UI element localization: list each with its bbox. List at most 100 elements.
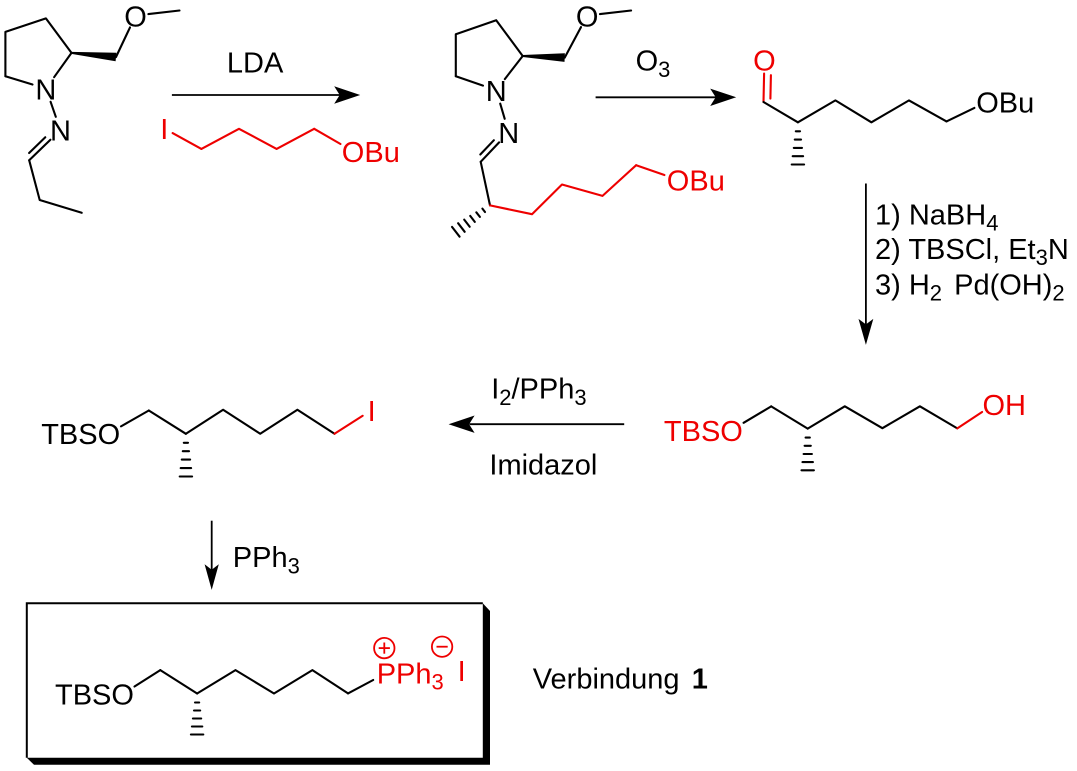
hash-wedge-bond [450, 207, 487, 238]
charge-circle [373, 636, 396, 660]
hash-dash [457, 222, 466, 233]
reaction-arrow-lda: LDA [171, 48, 361, 104]
bond-chain [184, 408, 336, 435]
atom-label-n: N [486, 76, 507, 108]
minus-charge-icon [430, 635, 454, 658]
atom-label-tbso: TBSO [55, 680, 134, 712]
reagent-label-lda: LDA [227, 48, 284, 80]
bond [171, 132, 203, 150]
bond [4, 75, 34, 86]
pyrrolidine-ring-bonds [4, 17, 73, 78]
bond [53, 51, 73, 79]
hash-dash [450, 225, 461, 238]
caption-text: Verbindung [533, 664, 680, 696]
arrowhead [204, 564, 219, 590]
reagent-label-pph3: PPh3 [233, 542, 300, 578]
atom-label-i: I [458, 656, 466, 688]
bond [598, 9, 633, 16]
structure-tbs-alcohol: TBSO OH [664, 390, 1027, 472]
arrowhead [858, 318, 874, 345]
atom-label-o: O [753, 45, 776, 77]
label-part: 2 [1052, 281, 1064, 306]
hash-dash [463, 218, 471, 228]
atom-label-obu: OBu [667, 166, 725, 198]
label-part: N [1048, 234, 1069, 266]
label-part: 3 [658, 57, 670, 82]
bond [313, 127, 342, 146]
reagent-line-1: 1) NaBH4 [875, 200, 998, 236]
atom-label-n: N [50, 116, 71, 148]
product-box [25, 602, 491, 765]
reagent-butoxybutyl-iodide: I OBu [160, 114, 400, 169]
atom-label-pph3: PPh3 [377, 659, 444, 695]
label-part: 3 [288, 554, 300, 579]
arrowhead [710, 88, 737, 106]
label-part: 3) H [875, 270, 930, 302]
reagent-line-2: 2) TBSCl, Et3N [875, 234, 1069, 270]
double-bond-line [762, 72, 766, 104]
charge-circle [430, 635, 454, 658]
label-part: 2 [499, 385, 511, 410]
structure-alkylated-hydrazone: O N N OBu [450, 1, 725, 238]
reagent-label-i2-pph3: I2/PPh3 [491, 374, 586, 410]
hash-wedge-bond [178, 441, 194, 478]
bond-chain [200, 127, 316, 150]
structure-samp-propanal-hydrazone: O N N [4, 1, 181, 214]
n-n-bond [49, 100, 57, 118]
reaction-arrow-phosphonium: PPh3 [204, 520, 300, 590]
wedge-bond [522, 53, 565, 62]
bond [159, 669, 199, 695]
reaction-arrow-iodination: I2/PPh3 Imidazol [448, 374, 625, 482]
atom-label-obu: OBu [342, 137, 400, 169]
arrowhead [448, 415, 475, 433]
bond [333, 414, 364, 435]
reagent-line-3: 3) H2 Pd(OH)2 [875, 270, 1065, 306]
bond [635, 164, 666, 177]
structure-tbs-iodide: TBSO I [41, 396, 376, 478]
atom-label-n: N [35, 74, 56, 106]
atom-label-oh: OH [983, 390, 1027, 422]
label-part: Pd(OH) [946, 270, 1052, 302]
label-part: 2 [930, 281, 942, 306]
double-bond-line [28, 138, 52, 162]
structure-aldehyde: O OBu [753, 45, 1034, 166]
caption-verbindung: Verbindung 1 [533, 664, 708, 696]
bond [346, 678, 375, 695]
bond [762, 100, 799, 124]
box-border [25, 602, 483, 758]
bond [503, 54, 524, 81]
bond-chain [196, 669, 350, 695]
atom-label-tbso: TBSO [664, 416, 743, 448]
hash-dash [475, 211, 481, 218]
atom-label-tbso: TBSO [41, 419, 120, 451]
ethyl-chain-bonds [28, 159, 83, 214]
hash-dash [469, 214, 476, 223]
atom-label-i: I [160, 114, 168, 146]
bond [147, 9, 181, 16]
caption-number: 1 [692, 664, 708, 696]
label-part: PPh [377, 659, 432, 691]
double-bond-line [479, 139, 495, 156]
reagent-label-o3: O3 [636, 46, 671, 82]
atom-label-obu: OBu [976, 87, 1034, 119]
double-bond-line [769, 74, 772, 100]
label-part: 3 [1036, 245, 1048, 270]
hash-dash [481, 207, 487, 214]
reaction-arrow-reduction-protection: 1) NaBH4 2) TBSCl, Et3N 3) H2 Pd(OH)2 [858, 183, 1069, 345]
label-part: O [636, 46, 659, 78]
label-part: 1) NaBH [875, 200, 986, 232]
arrowhead [334, 86, 361, 104]
reaction-arrow-ozonolysis: O3 [595, 46, 737, 106]
bond [119, 409, 150, 428]
atom-label-i: I [368, 396, 376, 428]
hash-wedge-bond [800, 436, 815, 472]
plus-charge-icon [373, 636, 396, 660]
double-bond-line [479, 141, 501, 163]
n-n-bond [499, 102, 506, 120]
label-part: 4 [986, 211, 998, 236]
wedge-bond [71, 51, 117, 62]
bond [742, 405, 773, 424]
bond [770, 405, 809, 430]
label-part: 3 [574, 385, 586, 410]
